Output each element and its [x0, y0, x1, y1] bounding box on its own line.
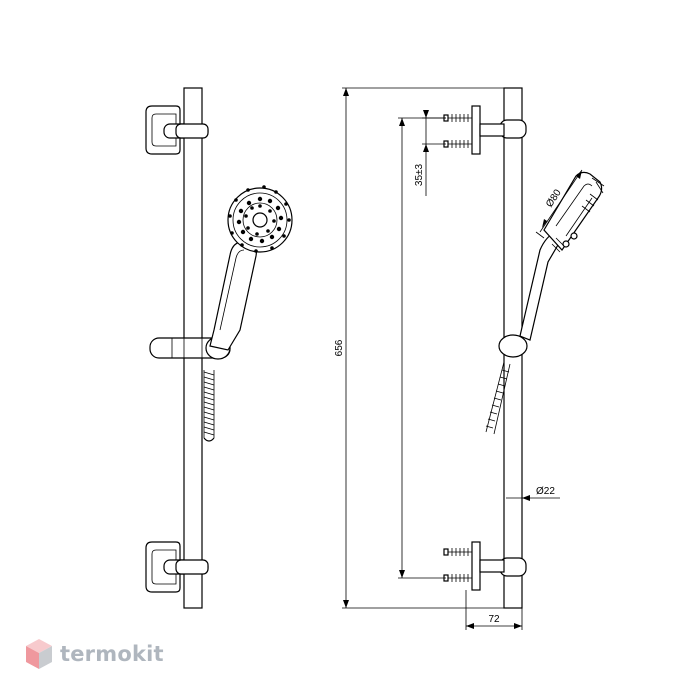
- front-hose: [203, 370, 215, 442]
- dimension-35-3-label: 35±3: [414, 163, 425, 186]
- dimension-rail-diameter: Ø22: [506, 486, 560, 501]
- side-slider-holder: [498, 334, 528, 358]
- dimension-total-height: 656: [334, 87, 508, 609]
- dimension-656-label: 656: [334, 339, 345, 356]
- side-hose: [485, 361, 511, 435]
- cube-logo-icon: [26, 639, 52, 669]
- termokit-logo-text: termokit: [60, 642, 164, 666]
- front-view: [145, 87, 293, 609]
- side-view: 656 35±3 Ø80: [334, 87, 605, 630]
- termokit-logo: termokit: [24, 634, 164, 674]
- side-hand-shower: [519, 171, 605, 341]
- side-top-bracket: [443, 105, 505, 155]
- dimension-72-label: 72: [488, 614, 500, 625]
- dimension-wall-projection: 72: [465, 590, 523, 630]
- side-bottom-bracket: [443, 541, 505, 591]
- front-hand-shower: [209, 185, 293, 351]
- dimension-35-3: 35±3: [414, 110, 446, 196]
- dimension-22-label: Ø22: [536, 486, 555, 497]
